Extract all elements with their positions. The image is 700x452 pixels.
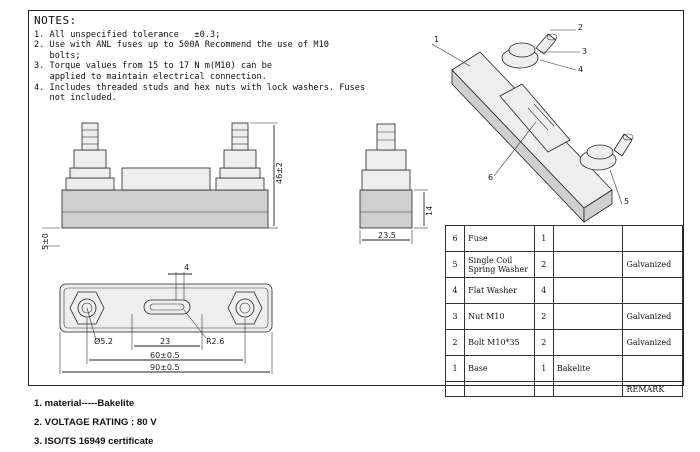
spec-item: 1. material-----Bakelite xyxy=(34,398,135,409)
bom-remark xyxy=(622,355,683,382)
front-left-nut xyxy=(65,177,115,191)
callout-5: 5 xyxy=(624,197,629,206)
notes-block: NOTES: 1. All unspecified tolerance ±0.3… xyxy=(34,14,366,104)
table-row: REMARK xyxy=(444,381,683,397)
bom-no: 6 xyxy=(444,225,466,252)
callout-2: 2 xyxy=(578,23,583,32)
bom-remark xyxy=(622,225,683,252)
bom-name: Nut M10 xyxy=(464,303,535,330)
bom-remark-header: REMARK xyxy=(622,381,683,397)
bom-name: Base xyxy=(464,355,535,382)
bom-remark: Galvanized xyxy=(622,303,683,330)
notes-title: NOTES: xyxy=(34,14,77,27)
top-length-dim: 90±0.5 xyxy=(150,363,180,372)
bom-no: 5 xyxy=(444,251,466,278)
bom-qty: 2 xyxy=(533,303,554,330)
front-right-stud xyxy=(231,122,249,151)
bom-no: 4 xyxy=(444,277,466,304)
bom-no: 1 xyxy=(444,355,466,382)
top-radius-dim: R2.6 xyxy=(206,337,224,346)
note-line: 4. Includes threaded studs and hex nuts … xyxy=(34,82,366,93)
spec-item: 3. ISO/TS 16949 certificate xyxy=(34,436,154,447)
iso-upper-stud xyxy=(535,33,557,55)
bom-qty: 4 xyxy=(533,277,554,304)
bom-no xyxy=(444,381,466,397)
bom-name: Fuse xyxy=(464,225,535,252)
iso-lower-stud xyxy=(613,133,633,157)
bom-no: 3 xyxy=(444,303,466,330)
side-stud xyxy=(376,123,396,151)
front-right-nut xyxy=(215,177,265,191)
bom-qty: 2 xyxy=(533,251,554,278)
bom-no: 2 xyxy=(444,329,466,356)
note-line: 1. All unspecified tolerance ±0.3; xyxy=(34,29,221,40)
note-line: applied to maintain electrical connectio… xyxy=(34,71,267,82)
front-left-stud xyxy=(81,122,99,151)
top-pitch-dim: 60±0.5 xyxy=(150,351,180,360)
side-height-dim: 14 xyxy=(425,206,434,216)
table-row: 1 Base 1 Bakelite xyxy=(444,355,683,382)
front-height-dim: 46±2 xyxy=(275,162,284,184)
bom-material xyxy=(552,277,624,304)
bom-name: Flat Washer xyxy=(464,277,535,304)
bom-name xyxy=(464,381,535,397)
front-view: 46±2 5±0 xyxy=(41,122,284,250)
bom-material xyxy=(552,225,624,252)
iso-fuse-body xyxy=(499,83,571,153)
callout-6: 6 xyxy=(488,173,493,182)
bom-material xyxy=(552,251,624,278)
bom-remark xyxy=(622,277,683,304)
front-fuse-body xyxy=(121,167,211,191)
bom-qty: 1 xyxy=(533,225,554,252)
front-base-dim: 5±0 xyxy=(41,233,50,250)
bom-name: Bolt M10*35 xyxy=(464,329,535,356)
table-row: 2 Bolt M10*35 2 Galvanized xyxy=(444,329,683,356)
callout-3: 3 xyxy=(582,47,587,56)
bom-material: Bakelite xyxy=(552,355,624,382)
bom-remark: Galvanized xyxy=(622,251,683,278)
callout-1: 1 xyxy=(434,35,439,44)
table-row: 6 Fuse 1 xyxy=(444,225,683,252)
top-center-slot xyxy=(143,299,191,315)
bom-qty: 2 xyxy=(533,329,554,356)
bom-material xyxy=(552,381,624,397)
spec-item: 2. VOLTAGE RATING : 80 V xyxy=(34,417,157,428)
bill-of-materials: 6 Fuse 1 5 Single Coil Spring Washer 2 G… xyxy=(444,225,683,397)
side-view: 23.5 14 xyxy=(359,123,434,244)
callout-4: 4 xyxy=(578,65,583,74)
note-line: 2. Use with ANL fuses up to 500A Recomme… xyxy=(34,40,329,51)
note-line: not included. xyxy=(34,93,117,104)
top-slot-dim: 4 xyxy=(184,263,189,272)
note-line: bolts; xyxy=(34,50,81,61)
top-center-dim: 23 xyxy=(160,337,170,346)
front-base xyxy=(61,189,269,229)
spec-list: 1. material-----Bakelite 2. VOLTAGE RATI… xyxy=(34,394,157,451)
bom-qty xyxy=(533,381,554,397)
bom-qty: 1 xyxy=(533,355,554,382)
bom-material xyxy=(552,329,624,356)
note-line: 3. Torque values from 15 to 17 N m(M10) … xyxy=(34,61,272,72)
side-base xyxy=(359,189,413,229)
iso-view: 1 2 3 4 5 6 xyxy=(431,23,634,223)
side-width-dim: 23.5 xyxy=(378,231,396,240)
table-row: 4 Flat Washer 4 xyxy=(444,277,683,304)
top-view: 4 23 Ø5.2 R2.6 60±0.5 90±0.5 xyxy=(59,263,273,374)
table-row: 3 Nut M10 2 Galvanized xyxy=(444,303,683,330)
bom-remark: Galvanized xyxy=(622,329,683,356)
bom-material xyxy=(552,303,624,330)
table-row: 5 Single Coil Spring Washer 2 Galvanized xyxy=(444,251,683,278)
top-hole-dim: Ø5.2 xyxy=(94,336,113,346)
bom-name: Single Coil Spring Washer xyxy=(464,251,535,278)
